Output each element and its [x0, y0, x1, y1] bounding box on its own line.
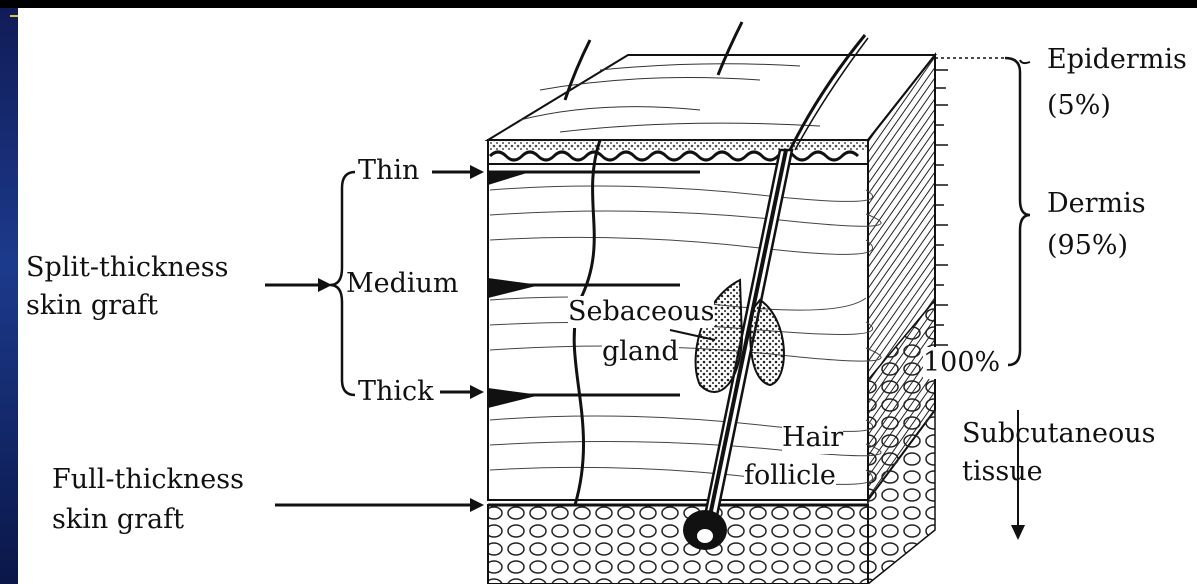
epidermis-label: Epidermis — [1047, 44, 1187, 76]
thick-label: Thick — [358, 376, 434, 408]
medium-label: Medium — [346, 268, 459, 300]
subcutaneous-layer — [488, 505, 868, 584]
epidermis-layer — [488, 140, 868, 164]
split-thickness-label-line1: Split-thickness — [26, 252, 228, 284]
dermis-percent: (95%) — [1047, 230, 1128, 262]
subcutaneous-label-line2: tissue — [962, 456, 1043, 488]
thickness-scale — [935, 55, 1005, 360]
full-thickness-arrow — [275, 498, 484, 512]
dermis-label: Dermis — [1047, 188, 1146, 220]
epidermis-percent: (5%) — [1047, 90, 1111, 122]
medium-arrow — [265, 278, 332, 292]
subcutaneous-label-line1: Subcutaneous — [962, 418, 1156, 450]
hair-label-line2: follicle — [744, 460, 836, 492]
hair-label-line1: Hair — [782, 422, 843, 454]
thin-arrow — [432, 165, 484, 179]
block-right-face — [868, 55, 935, 584]
sebaceous-label-line1: Sebaceous — [568, 296, 714, 328]
sebaceous-label-line2: gland — [602, 336, 679, 368]
full-thickness-label-line2: skin graft — [52, 504, 184, 536]
split-thickness-label-line2: skin graft — [26, 290, 158, 322]
epidermis-dermis-brace — [1005, 58, 1030, 365]
skin-surface — [488, 55, 935, 140]
total-percent: 100% — [923, 347, 1000, 379]
full-thickness-label-line1: Full-thickness — [52, 464, 244, 496]
thick-arrow — [440, 385, 484, 399]
thin-label: Thin — [358, 155, 419, 187]
